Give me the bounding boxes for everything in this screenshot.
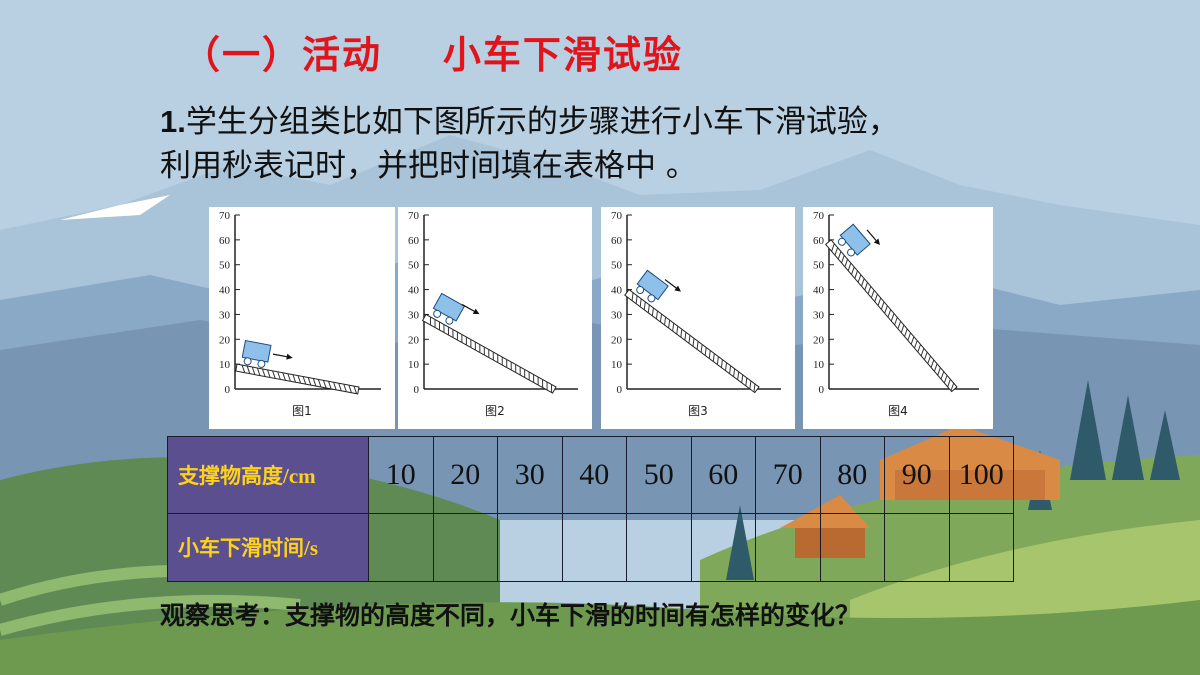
figure-1: 0 10 20 30 40 50 60 70 图1 <box>209 207 395 429</box>
cart-icon <box>837 223 871 257</box>
hill-bottom <box>0 600 1200 675</box>
ramp-figure-svg: 0 10 20 30 40 50 60 70 图2 <box>408 210 578 418</box>
step-number: 1. <box>160 104 186 139</box>
row-label-time: 小车下滑时间/s <box>167 512 369 583</box>
time-cell[interactable] <box>819 512 885 583</box>
y-tick-label: 60 <box>813 235 825 247</box>
y-tick-label: 50 <box>219 260 231 272</box>
y-tick-label: 70 <box>611 210 623 222</box>
motion-arrow-icon <box>866 229 881 246</box>
y-tick-label: 30 <box>219 309 231 321</box>
time-cell[interactable] <box>884 512 950 583</box>
y-tick-label: 70 <box>408 210 420 222</box>
y-tick-label: 10 <box>408 359 420 371</box>
cart-icon <box>241 339 272 368</box>
y-tick-label: 50 <box>611 260 623 272</box>
figure-3: 0 10 20 30 40 50 60 70 图3 <box>601 207 795 429</box>
ramp-figure-svg: 0 10 20 30 40 50 60 70 图1 <box>219 210 381 418</box>
height-cell: 10 <box>368 436 434 514</box>
y-tick-label: 20 <box>813 334 825 346</box>
height-cell: 90 <box>884 436 950 514</box>
y-tick-label: 0 <box>617 384 623 396</box>
y-tick-label: 0 <box>225 384 231 396</box>
row-label-height: 支撑物高度/cm <box>167 436 369 514</box>
time-cell[interactable] <box>690 512 756 583</box>
y-tick-label: 70 <box>813 210 825 222</box>
ramp-hatching <box>429 316 553 393</box>
intro-line-2: 利用秒表记时，并把时间填在表格中 。 <box>160 148 697 184</box>
y-tick-label: 60 <box>408 235 420 247</box>
intro-line-1-text: 学生分组类比如下图所示的步骤进行小车下滑试验， <box>185 104 899 140</box>
y-tick-label: 40 <box>408 285 420 297</box>
y-tick-label: 30 <box>611 309 623 321</box>
ramp-figure-svg: 0 10 20 30 40 50 60 70 图3 <box>611 210 781 418</box>
y-tick-label: 20 <box>611 334 623 346</box>
height-cell: 80 <box>819 436 885 514</box>
figure-caption: 图2 <box>485 404 505 418</box>
height-cell: 40 <box>561 436 627 514</box>
y-tick-label: 60 <box>219 235 231 247</box>
y-tick-label: 40 <box>219 285 231 297</box>
figure-caption: 图1 <box>292 404 312 418</box>
height-cell: 60 <box>690 436 756 514</box>
ramp-hatching <box>241 364 358 394</box>
figure-2: 0 10 20 30 40 50 60 70 图2 <box>398 207 592 429</box>
y-tick-label: 50 <box>408 260 420 272</box>
height-cell: 70 <box>755 436 821 514</box>
ramp-hatching <box>631 292 756 393</box>
time-cell[interactable] <box>561 512 627 583</box>
table-row-height: 支撑物高度/cm 10 20 30 40 50 60 70 80 90 100 <box>167 436 1014 514</box>
time-cell[interactable] <box>497 512 563 583</box>
cart-icon <box>432 292 466 325</box>
y-tick-label: 70 <box>219 210 231 222</box>
motion-arrow-icon <box>461 303 480 315</box>
figure-caption: 图3 <box>688 404 708 418</box>
ramp-hatching <box>831 243 955 391</box>
y-tick-label: 40 <box>611 285 623 297</box>
time-cell[interactable] <box>368 512 434 583</box>
time-cell[interactable] <box>948 512 1014 583</box>
height-cell: 30 <box>497 436 563 514</box>
y-tick-label: 10 <box>813 359 825 371</box>
height-cell: 100 <box>948 436 1014 514</box>
time-cell[interactable] <box>432 512 498 583</box>
y-tick-label: 20 <box>408 334 420 346</box>
y-tick-label: 0 <box>414 384 420 396</box>
observation-question: 观察思考：支撑物的高度不同，小车下滑的时间有怎样的变化？ <box>160 601 861 630</box>
time-cell[interactable] <box>755 512 821 583</box>
y-tick-label: 40 <box>813 285 825 297</box>
ramp-board <box>824 239 958 393</box>
y-tick-label: 60 <box>611 235 623 247</box>
cart-icon <box>636 269 669 303</box>
height-cell: 20 <box>432 436 498 514</box>
time-cell[interactable] <box>626 512 692 583</box>
ramp-board <box>624 288 760 394</box>
y-tick-label: 30 <box>813 309 825 321</box>
figure-caption: 图4 <box>888 404 908 418</box>
data-table: 支撑物高度/cm 10 20 30 40 50 60 70 80 90 100 … <box>167 436 1014 583</box>
snow-cap <box>60 195 170 220</box>
y-tick-label: 10 <box>219 359 231 371</box>
intro-text: 1.学生分组类比如下图所示的步骤进行小车下滑试验， 利用秒表记时，并把时间填在表… <box>160 100 1160 188</box>
y-tick-label: 0 <box>819 384 825 396</box>
y-tick-label: 10 <box>611 359 623 371</box>
motion-arrow-icon <box>272 353 293 360</box>
y-tick-label: 50 <box>813 260 825 272</box>
height-cell: 50 <box>626 436 692 514</box>
motion-arrow-icon <box>664 279 682 292</box>
y-tick-label: 20 <box>219 334 231 346</box>
figure-4: 0 10 20 30 40 50 60 70 图4 <box>803 207 993 429</box>
table-row-time: 小车下滑时间/s <box>167 512 1014 583</box>
intro-line-1: 1.学生分组类比如下图所示的步骤进行小车下滑试验， <box>160 100 1160 144</box>
ramp-figure-svg: 0 10 20 30 40 50 60 70 图4 <box>813 210 979 418</box>
y-tick-label: 30 <box>408 309 420 321</box>
slide-title: （一）活动 小车下滑试验 <box>182 32 683 77</box>
